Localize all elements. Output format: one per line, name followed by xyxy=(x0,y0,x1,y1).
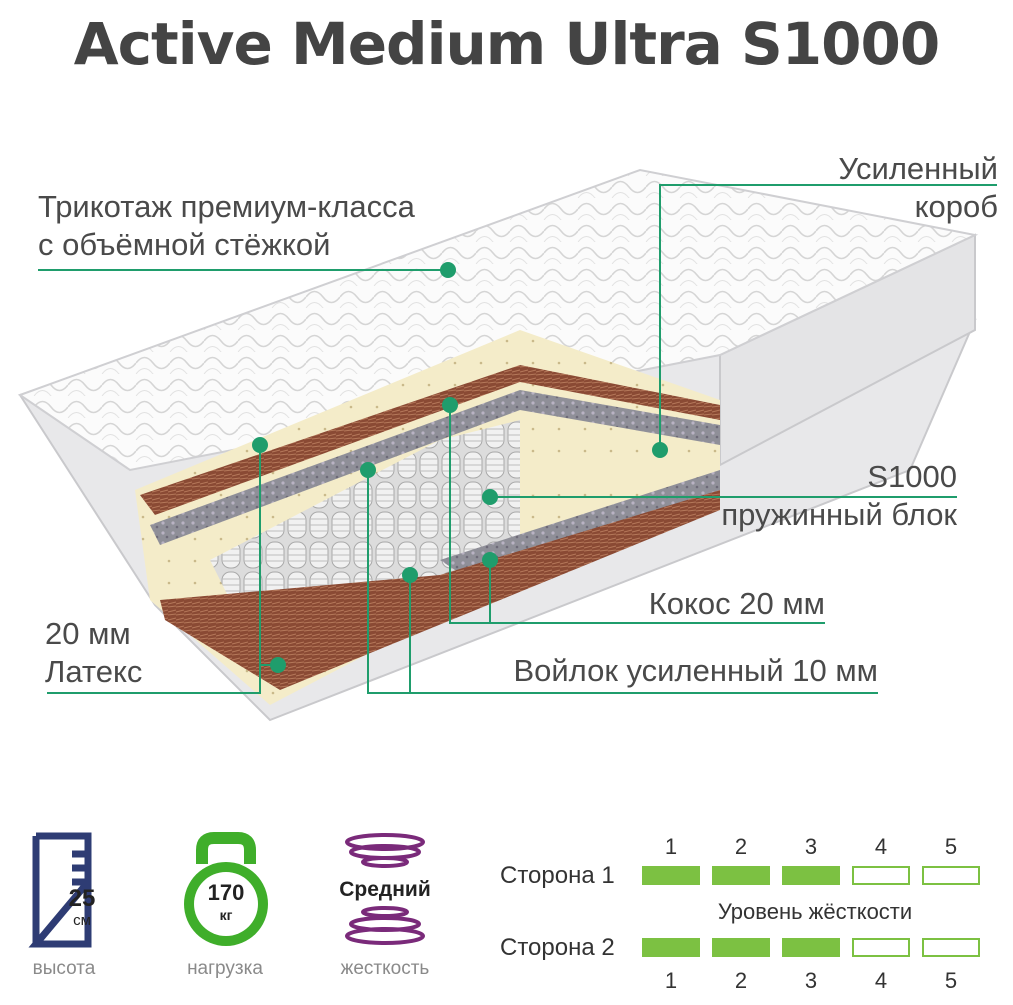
load-unit: кг xyxy=(219,907,233,923)
stiffness-cell-side1-4 xyxy=(852,866,910,885)
scale-number-1: 1 xyxy=(664,968,678,993)
height-caption: высота xyxy=(32,958,96,979)
scale-number-5: 5 xyxy=(944,834,958,859)
stiffness-cell-side2-1 xyxy=(642,938,700,957)
firmness-value: Средний xyxy=(339,878,431,901)
stiffness-cell-side1-3 xyxy=(782,866,840,885)
stiffness-cell-side2-5 xyxy=(922,938,980,957)
stiffness-cell-side1-1 xyxy=(642,866,700,885)
side-1-label: Сторона 1 xyxy=(500,862,615,889)
scale-number-4: 4 xyxy=(874,968,888,993)
page-title: Active Medium Ultra S1000 xyxy=(73,10,940,78)
scale-number-1: 1 xyxy=(664,834,678,859)
mattress-illustration xyxy=(17,168,997,722)
load-caption: нагрузка xyxy=(187,958,263,979)
scale-number-4: 4 xyxy=(874,834,888,859)
coconut-label: Кокос 20 мм xyxy=(648,586,825,621)
stiffness-cell-side2-2 xyxy=(712,938,770,957)
side-2-label: Сторона 2 xyxy=(500,934,615,961)
felt-label: Войлок усиленный 10 мм xyxy=(513,653,878,688)
stiffness-cell-side1-2 xyxy=(712,866,770,885)
stiffness-cell-side2-3 xyxy=(782,938,840,957)
height-unit: см xyxy=(73,912,91,929)
kettlebell-icon xyxy=(184,832,268,946)
load-value: 170 xyxy=(207,880,245,905)
stiffness-cell-side1-5 xyxy=(922,866,980,885)
spring-icon xyxy=(345,833,425,945)
scale-number-2: 2 xyxy=(734,834,748,859)
height-value: 25 xyxy=(68,885,96,912)
scale-number-3: 3 xyxy=(804,968,818,993)
scale-number-5: 5 xyxy=(944,968,958,993)
scale-number-2: 2 xyxy=(734,968,748,993)
stiffness-cell-side2-4 xyxy=(852,938,910,957)
scale-number-3: 3 xyxy=(804,834,818,859)
ruler-icon xyxy=(28,832,92,948)
stiffness-caption: Уровень жёсткости xyxy=(717,899,913,924)
firmness-caption: жесткость xyxy=(340,958,430,979)
